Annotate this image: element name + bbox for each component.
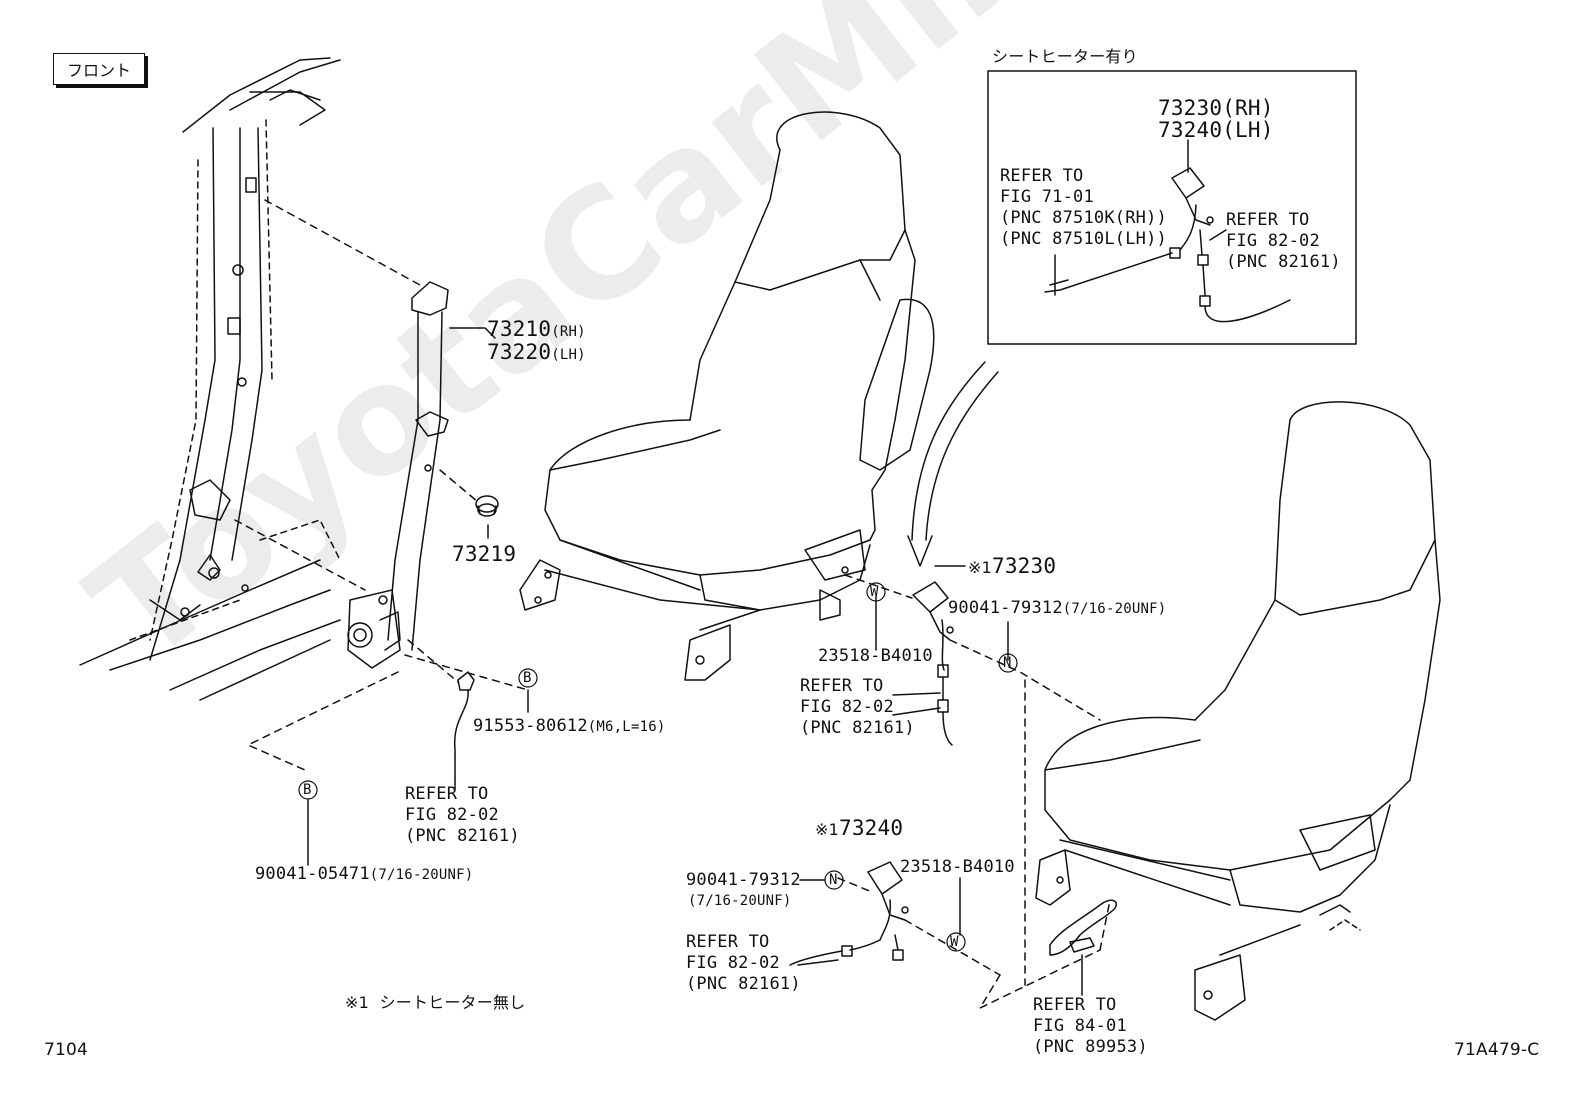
inset-ref-b-line1: REFER TO [1226, 210, 1310, 230]
bolt-letter-upper: N [1003, 655, 1012, 671]
inset-ref-a-line1: REFER TO [1000, 166, 1084, 186]
buckle-upper-bolt: 90041-79312 [948, 598, 1063, 618]
buckle-upper-ref-line3: (PNC 82161) [800, 718, 915, 738]
figure-code: 71A479-C [1454, 1040, 1540, 1060]
anchor-bolt-number: 90041-05471 [255, 864, 370, 884]
buckle-upper-bolt-row: 90041-79312(7/16-20UNF) [948, 598, 1166, 620]
right-seat-drawing [1035, 401, 1441, 1021]
buckle-lower-ref-line2: FIG 82-02 [686, 953, 780, 973]
buckle-upper-ref-line2: FIG 82-02 [800, 697, 894, 717]
heater-ref-line2: FIG 84-01 [1033, 1016, 1127, 1036]
belt-part-lh-row: 73220(LH) [487, 341, 586, 366]
belt-ref-line3: (PNC 82161) [405, 826, 520, 846]
buckle-lower-ref-line3: (PNC 82161) [686, 974, 801, 994]
bolt-letter-lower: N [829, 872, 838, 888]
buckle-73230 [912, 581, 954, 746]
belt-part-rh-row: 73210(RH) [487, 318, 586, 343]
buckle-73240 [789, 861, 909, 966]
leader-lines-seat [837, 574, 1111, 1009]
inset-part-rh: 73230(RH) [1158, 96, 1274, 120]
front-label-box: フロント [53, 53, 145, 85]
belt-bolt-spec: (M6,L=16) [587, 719, 666, 735]
footnote: ※1 シートヒーター無し [345, 993, 526, 1012]
bolt-letter-anchor: B [303, 782, 312, 798]
front-seat-drawing [519, 111, 935, 681]
buckle-lower-ref-line1: REFER TO [686, 932, 770, 952]
buckle-lower-bolt: 90041-79312 [686, 870, 801, 890]
seat-heater-element [1049, 899, 1117, 956]
belt-part-rh: 73210 [487, 317, 552, 341]
inset-ref-a-line2: FIG 71-01 [1000, 187, 1094, 207]
buckle-upper-ref-line1: REFER TO [800, 676, 884, 696]
belt-part-lh: 73220 [487, 340, 552, 364]
heater-ref-line1: REFER TO [1033, 995, 1117, 1015]
buckle-lower-washer: 23518-B4010 [900, 857, 1015, 877]
bolt-letter-belt: B [523, 670, 532, 686]
front-label: フロント [66, 61, 131, 80]
inset-ref-a-line3: (PNC 87510K(RH)) [1000, 208, 1167, 228]
page-code: 7104 [44, 1040, 89, 1060]
leader-lines-belt [234, 199, 529, 771]
washer-letter-lower: W [950, 934, 959, 950]
anchor-bolt-row: 90041-05471(7/16-20UNF) [255, 864, 473, 886]
belt-ref-line1: REFER TO [405, 784, 489, 804]
inset-ref-b-line2: FIG 82-02 [1226, 231, 1320, 251]
buckle-upper-washer: 23518-B4010 [818, 646, 933, 666]
cap-part-number: 73219 [452, 542, 517, 566]
buckle-upper-part: 73230 [992, 554, 1057, 578]
belt-bolt-number: 91553-80612 [473, 716, 588, 736]
belt-sensor-wire [453, 671, 475, 779]
buckle-lower-part: 73240 [839, 816, 904, 840]
belt-part-rh-suffix: (RH) [551, 324, 586, 340]
circle-letters [298, 582, 1018, 952]
belt-part-lh-suffix: (LH) [551, 347, 586, 363]
buckle-upper-row: ※173230 [968, 555, 1056, 578]
cap-73219 [475, 495, 499, 517]
belt-bolt-row: 91553-80612(M6,L=16) [473, 716, 665, 738]
washer-letter-upper: W [870, 584, 879, 600]
anchor-bolt-spec: (7/16-20UNF) [369, 867, 474, 883]
inset-box [987, 70, 1357, 345]
inset-ref-b-line3: (PNC 82161) [1226, 252, 1341, 272]
b-pillar-drawing [79, 57, 341, 701]
buckle-upper-bolt-spec: (7/16-20UNF) [1062, 601, 1167, 617]
buckle-upper-note: ※1 [968, 558, 992, 577]
inset-title: シートヒーター有り [992, 47, 1138, 66]
inset-part-lh: 73240(LH) [1158, 118, 1274, 142]
buckle-lower-row: ※173240 [815, 817, 903, 840]
buckle-lower-note: ※1 [815, 820, 839, 839]
belt-ref-line2: FIG 82-02 [405, 805, 499, 825]
seat-belt-retractor [347, 281, 496, 669]
direction-arrow [907, 361, 999, 567]
label-leaders [307, 139, 1227, 996]
buckle-lower-bolt-spec: (7/16-20UNF) [688, 893, 792, 909]
inset-ref-a-line4: (PNC 87510L(LH)) [1000, 229, 1167, 249]
heater-ref-line3: (PNC 89953) [1033, 1037, 1148, 1057]
